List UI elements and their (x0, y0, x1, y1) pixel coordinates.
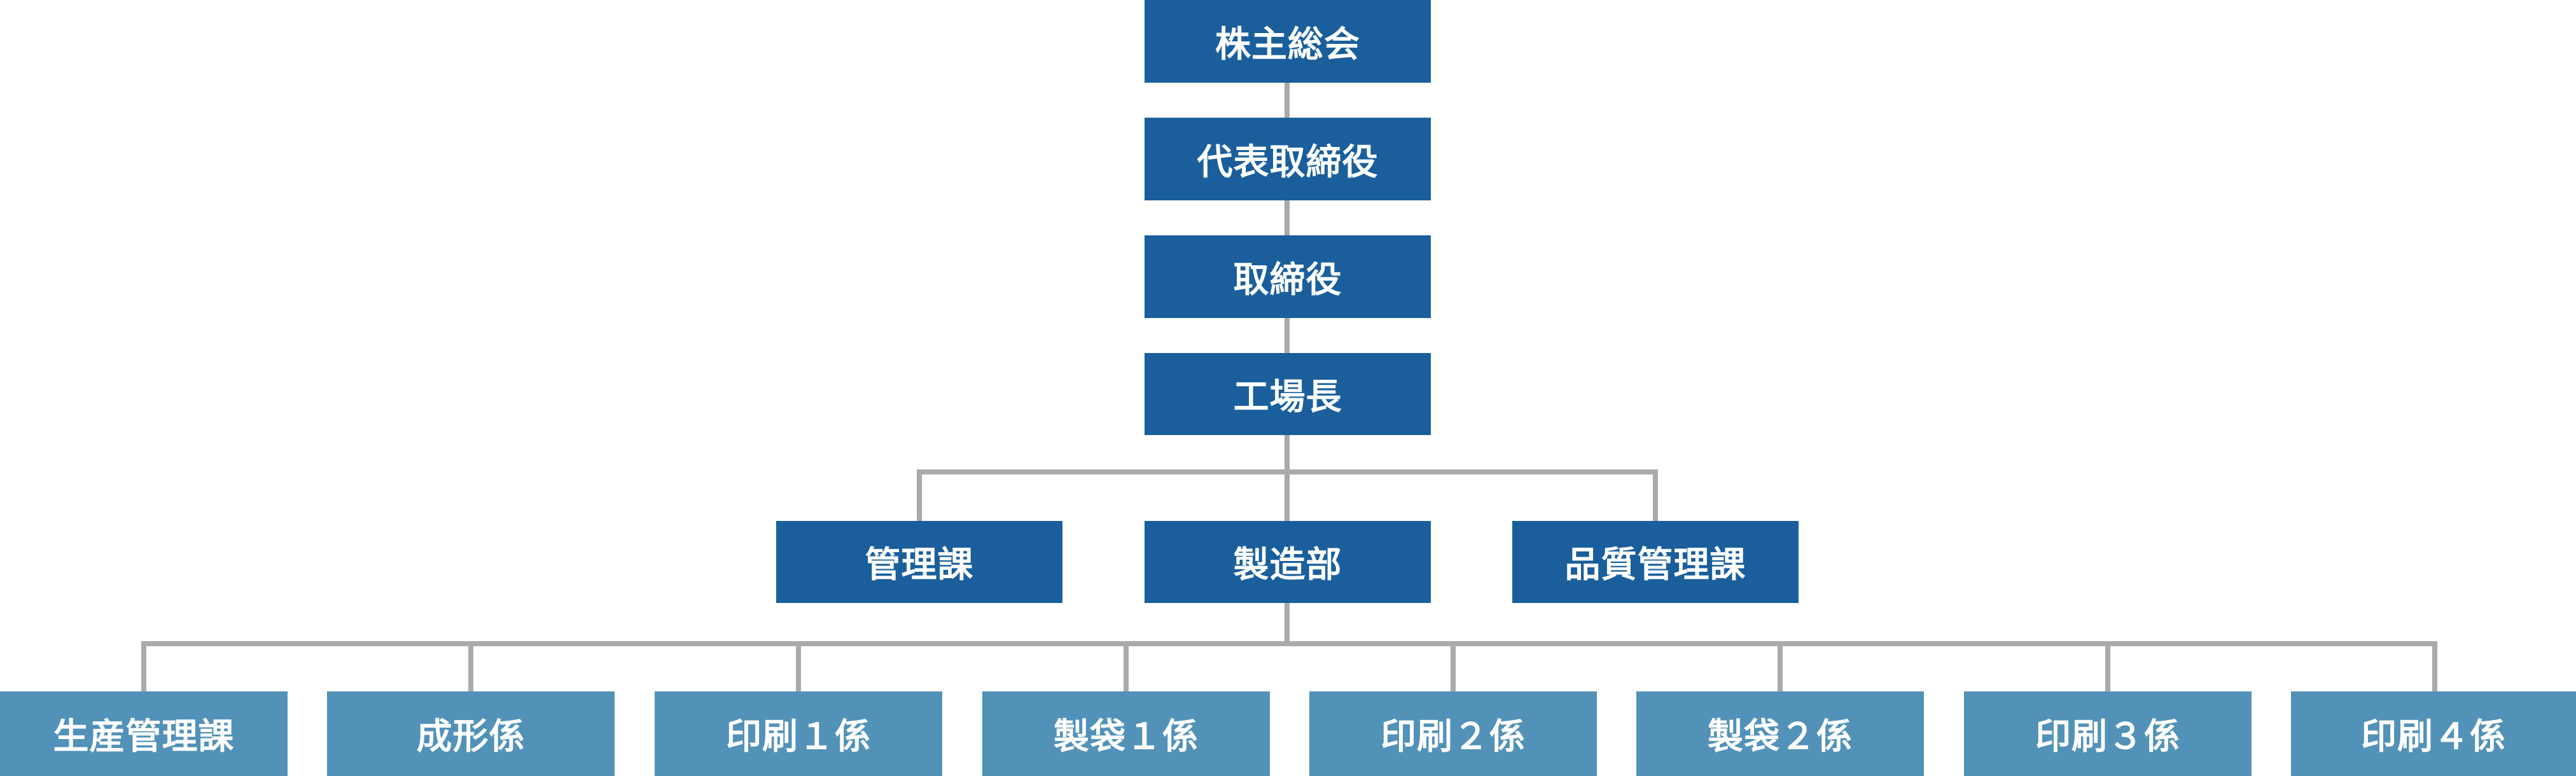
connector-representative-director (1285, 200, 1290, 235)
connector-shareholders-representative (1285, 83, 1290, 118)
node-production-management-section: 生産管理課 (0, 691, 288, 776)
node-manufacturing-department: 製造部 (1145, 521, 1431, 603)
node-director: 取締役 (1145, 235, 1431, 318)
connector-unit-drop-4 (1124, 641, 1129, 691)
connector-unit-drop-2 (468, 641, 473, 691)
connector-unit-drop-3 (796, 641, 801, 691)
connector-manufacturing-down (1285, 603, 1290, 646)
connector-quality-section-drop (1653, 469, 1658, 521)
connector-unit-drop-6 (1778, 641, 1783, 691)
node-printing-unit-2: 印刷２係 (1309, 691, 1597, 776)
node-printing-unit-3: 印刷３係 (1964, 691, 2252, 776)
node-printing-unit-4: 印刷４係 (2291, 691, 2576, 776)
connector-unit-drop-7 (2105, 641, 2110, 691)
connector-factory-manager-down (1285, 435, 1290, 521)
connector-unit-drop-8 (2432, 641, 2437, 691)
connector-director-factory-manager (1285, 318, 1290, 353)
connector-unit-drop-5 (1451, 641, 1456, 691)
connector-unit-drop-1 (141, 641, 146, 691)
node-factory-manager: 工場長 (1145, 353, 1431, 435)
connector-departments-bar (917, 469, 1658, 475)
node-bag-making-unit-1: 製袋１係 (982, 691, 1270, 776)
node-bag-making-unit-2: 製袋２係 (1636, 691, 1924, 776)
node-molding-unit: 成形係 (327, 691, 615, 776)
connector-units-bar (141, 641, 2435, 646)
node-representative-director: 代表取締役 (1145, 118, 1431, 200)
node-quality-management-section: 品質管理課 (1512, 521, 1799, 603)
node-printing-unit-1: 印刷１係 (655, 691, 942, 776)
node-shareholders-meeting: 株主総会 (1145, 0, 1431, 83)
connector-management-section-drop (917, 469, 922, 521)
node-management-section: 管理課 (776, 521, 1062, 603)
